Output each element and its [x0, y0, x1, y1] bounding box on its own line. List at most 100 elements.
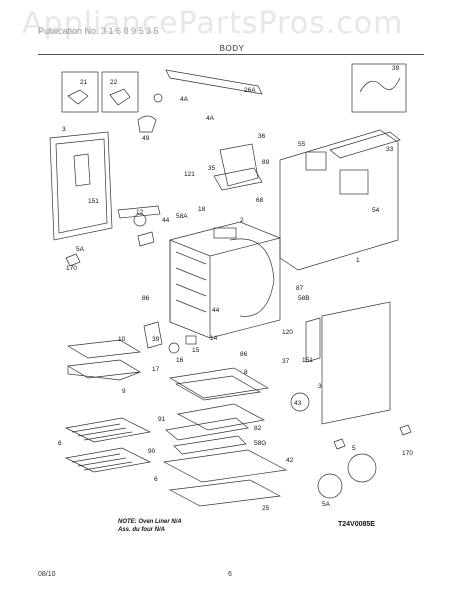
- header-rule: [38, 54, 424, 55]
- part-42-drawer-frame: [162, 449, 288, 483]
- footer-note-en: NOTE: Oven Liner N/A: [118, 519, 182, 525]
- part-151-right: [305, 317, 321, 363]
- callout-label: 58A: [176, 213, 188, 220]
- back-panel-top: [329, 131, 401, 159]
- part-12-bracket: [133, 213, 147, 227]
- part-26A-rail: [165, 69, 263, 95]
- callout-label: 14: [210, 335, 218, 342]
- callout-label: 35: [208, 165, 216, 172]
- publication-number: Publication No. 3 1 6 0 9 5 3 5: [38, 26, 159, 36]
- callout-label: 44: [162, 217, 170, 224]
- callout-label: 16: [176, 357, 184, 364]
- callout-label: 151: [302, 357, 313, 364]
- callout-label: 6: [58, 440, 62, 447]
- front-door-panel: [321, 301, 391, 425]
- callout-label: 5A: [322, 501, 331, 508]
- part-14-bracket: [185, 335, 197, 345]
- callout-label: 1: [356, 257, 360, 264]
- part-5A-leg-left: [65, 253, 81, 267]
- callout-label: 86: [142, 295, 150, 302]
- callout-label: 170: [402, 450, 413, 457]
- side-panel-left-cutout: [73, 153, 91, 187]
- part-21-box: [61, 71, 99, 113]
- callout-label: 39: [152, 336, 160, 343]
- part-58G-shield: [173, 435, 247, 455]
- part-170-bracket: [333, 438, 346, 450]
- footer-note-fr: Ass. du four N/A: [118, 527, 166, 533]
- callout-label: 87: [296, 285, 304, 292]
- callout-label: 17: [152, 366, 160, 373]
- part-82-plate: [176, 403, 266, 431]
- callout-label: 6: [154, 476, 158, 483]
- footer-note: NOTE: Oven Liner N/A Ass. du four N/A: [118, 518, 182, 534]
- footer-date: 08/10: [38, 571, 56, 578]
- part-4A-screw: [153, 93, 163, 103]
- callout-label: 25: [262, 505, 270, 512]
- callout-label: 89: [262, 159, 270, 166]
- callout-label: 9: [122, 388, 126, 395]
- section-title: BODY: [219, 44, 245, 53]
- callout-label: 8: [244, 369, 248, 376]
- callout-label: 54: [372, 207, 380, 214]
- callout-label: 170: [66, 265, 77, 272]
- callout-label: 3: [318, 383, 322, 390]
- oven-cavity: [169, 221, 281, 339]
- callout-label: 90: [148, 448, 156, 455]
- oven-rack-upper: [64, 417, 152, 443]
- callout-label: 58B: [298, 295, 310, 302]
- callout-label: 4A: [206, 115, 215, 122]
- callout-label: 55: [298, 141, 306, 148]
- part-5A-leg-detail: [317, 473, 343, 499]
- callout-label: 5A: [76, 246, 85, 253]
- callout-label: 37: [282, 358, 290, 365]
- callout-label: 82: [254, 425, 262, 432]
- broil-pan: [66, 359, 142, 381]
- part-22-bracket: [109, 88, 131, 106]
- callout-label: 58G: [254, 440, 266, 447]
- callout-label: 22: [110, 79, 118, 86]
- part-39-cover: [143, 321, 163, 349]
- part-58A: [137, 231, 155, 247]
- part-22-box: [101, 71, 139, 113]
- part-39-box: [351, 63, 407, 113]
- part-43-detail-circle: [290, 392, 310, 412]
- page-number: 6: [228, 571, 232, 578]
- part-170-bracket-right: [399, 424, 412, 436]
- side-panel-left: [49, 131, 113, 241]
- part-90-burner: [165, 417, 249, 441]
- drawing-code: T24V0085E: [338, 521, 375, 528]
- part-8-inner: [174, 375, 262, 401]
- part-49-bracket: [137, 115, 157, 133]
- callout-label: 33: [386, 146, 394, 153]
- callout-label: 21: [80, 79, 88, 86]
- callout-label: 49: [142, 135, 150, 142]
- oven-rack-lower-bars: [71, 453, 133, 471]
- wire-harness: [359, 77, 401, 93]
- callout-label: 12: [136, 209, 144, 216]
- callout-label: 4A: [180, 96, 189, 103]
- callout-label: 26A: [244, 87, 256, 94]
- part-5-leg-detail: [347, 453, 377, 483]
- callout-label: 43: [294, 400, 302, 407]
- callout-label: 15: [192, 347, 200, 354]
- callout-label: 42: [286, 457, 294, 464]
- callout-label: 36: [258, 133, 266, 140]
- callout-label: 86: [240, 351, 248, 358]
- part-8-oven-bottom: [168, 367, 270, 399]
- watermark: AppliancePartsPros.com: [22, 6, 404, 41]
- callout-label: 18: [198, 206, 206, 213]
- callout-label: 120: [282, 329, 293, 336]
- part-2-insulation: [229, 238, 275, 317]
- oven-cavity-top-edge: [169, 239, 211, 257]
- side-panel-left-inner: [55, 138, 108, 234]
- callout-label: 2: [240, 217, 244, 224]
- back-panel: [279, 129, 399, 271]
- callout-label: 10: [118, 336, 126, 343]
- part-25-drawer-bottom: [168, 479, 282, 507]
- part-36-duct: [219, 143, 259, 187]
- callout-label: 39: [392, 65, 400, 72]
- part-21-clip: [67, 89, 89, 105]
- back-panel-box: [339, 169, 369, 195]
